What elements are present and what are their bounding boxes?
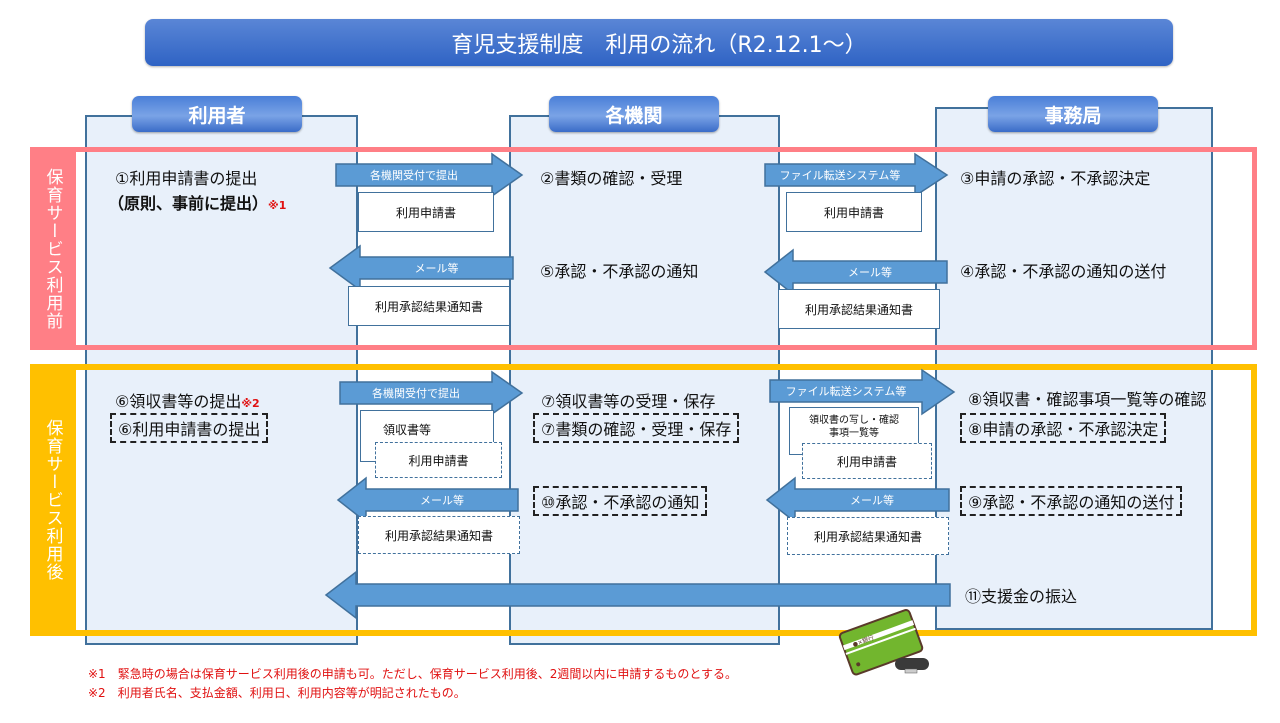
note-ref-1: ※1	[268, 199, 287, 212]
arrow-left-payment	[324, 570, 951, 620]
column-agency	[509, 115, 780, 645]
footnote-2: ※2 利用者氏名、支払金額、利用日、利用内容等が明記されたもの。	[88, 686, 466, 700]
doc-application-form-2: 利用申請書	[786, 192, 922, 232]
doc-result-notice-after-1: 利用承認結果通知書	[358, 516, 520, 554]
step-3: ③申請の承認・不承認決定	[960, 169, 1151, 188]
doc-application-form-after-1: 利用申請書	[375, 442, 502, 478]
doc-receipts-label: 領収書等	[382, 423, 431, 437]
arrow-label-mail-after-1: メール等	[420, 494, 464, 507]
step-9-alt: ⑨承認・不承認の通知の送付	[960, 486, 1183, 516]
doc-application-form-1: 利用申請書	[358, 192, 494, 232]
step-8-alt: ⑧申請の承認・不承認決定	[960, 413, 1167, 443]
column-user	[85, 115, 358, 645]
arrow-label-mail-before-2: メール等	[848, 266, 892, 279]
arrow-label-mail-before-1: メール等	[414, 262, 459, 275]
arrow-right-submit-after	[339, 370, 524, 416]
doc-receipt-copy-label: 領収書の写し・確認事項一覧等	[809, 415, 899, 439]
arrow-right-file-before	[764, 152, 949, 198]
arrow-right-submit-before	[335, 152, 524, 198]
step-1-sub: （原則、事前に提出）※1	[108, 190, 286, 214]
step-4: ④承認・不承認の通知の送付	[960, 262, 1167, 281]
arrow-label-file-before: ファイル転送システム等	[779, 169, 901, 182]
step-1-sub-text: （原則、事前に提出）	[108, 194, 269, 213]
footnote-1: ※1 緊急時の場合は保育サービス利用後の申請も可。ただし、保育サービス利用後、2…	[88, 667, 737, 681]
step-7: ⑦領収書等の受理・保存	[541, 392, 716, 411]
arrow-label-mail-after-2: メール等	[850, 494, 894, 507]
step-8: ⑧領収書・確認事項一覧等の確認	[968, 390, 1207, 409]
doc-result-notice-2: 利用承認結果通知書	[778, 289, 940, 329]
arrow-right-file-after	[769, 368, 956, 416]
arrow-label-submit-before: 各機関受付で提出	[370, 169, 458, 182]
doc-result-notice-after-2: 利用承認結果通知書	[787, 517, 949, 555]
step-5: ⑤承認・不承認の通知	[540, 262, 699, 281]
doc-application-form-after-2: 利用申請書	[802, 443, 932, 479]
step-11: ⑪支援金の振込	[965, 587, 1078, 606]
step-2: ②書類の確認・受理	[540, 169, 683, 188]
doc-result-notice-1: 利用承認結果通知書	[348, 286, 510, 326]
step-10-alt: ⑩承認・不承認の通知	[533, 486, 708, 516]
bankbook-icon	[838, 609, 924, 676]
stamp-icon	[895, 658, 929, 674]
step-6-text: ⑥領収書等の提出	[115, 392, 242, 411]
column-header-user: 利用者	[132, 96, 302, 132]
column-header-office: 事務局	[988, 96, 1158, 132]
step-1: ①利用申請書の提出	[115, 169, 258, 188]
page-title: 育児支援制度 利用の流れ（R2.12.1〜）	[145, 19, 1173, 66]
band-before-label: 保育サービス利用前	[30, 147, 76, 350]
step-6-alt: ⑥利用申請書の提出	[110, 413, 269, 443]
arrow-label-submit-after: 各機関受付で提出	[372, 387, 460, 400]
column-header-agency: 各機関	[549, 96, 719, 132]
step-7-alt: ⑦書類の確認・受理・保存	[533, 413, 740, 443]
step-6: ⑥領収書等の提出※2	[115, 388, 260, 412]
band-after-label: 保育サービス利用後	[30, 364, 76, 636]
note-ref-2: ※2	[241, 397, 260, 410]
arrow-label-file-after: ファイル転送システム等	[785, 385, 907, 398]
